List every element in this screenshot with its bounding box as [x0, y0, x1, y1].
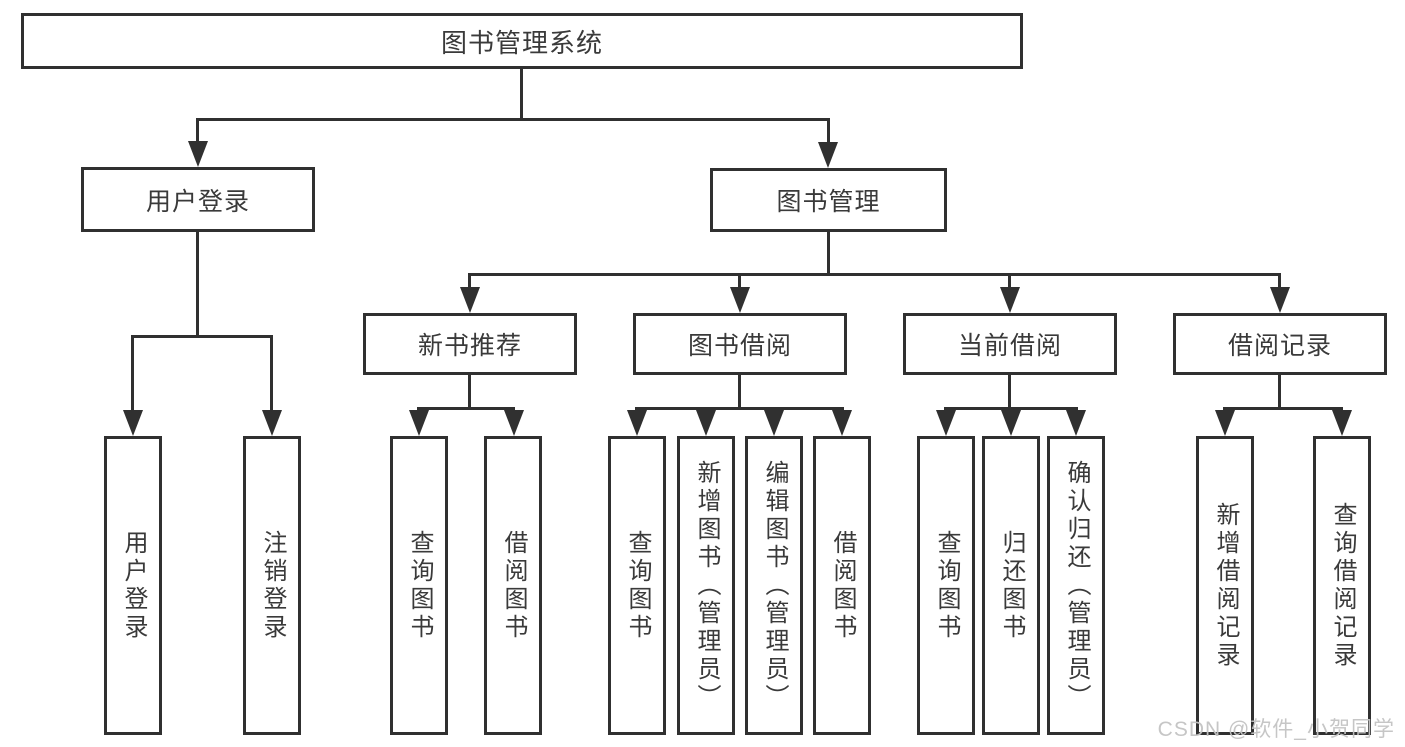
arrow-down-icon: [936, 410, 956, 436]
arrow-down-icon: [409, 410, 429, 436]
leaf-query-borrow-record: 查询借阅记录: [1313, 436, 1371, 735]
leaf-label: 归还图书: [998, 529, 1025, 642]
leaf-label: 编辑图书（管理员）: [761, 459, 788, 712]
arrow-down-icon: [696, 410, 716, 436]
connector-module-stem: [1008, 375, 1011, 407]
arrow-down-icon: [627, 410, 647, 436]
leaf-label: 新增借阅记录: [1212, 501, 1239, 670]
arrow-down-icon: [1000, 287, 1020, 313]
leaf-edit-books-admin: 编辑图书（管理员）: [745, 436, 803, 735]
node-book-borrowing: 图书借阅: [633, 313, 847, 375]
leaf-add-books-admin: 新增图书（管理员）: [677, 436, 735, 735]
connector-module-stem: [1278, 375, 1281, 407]
leaf-label: 确认归还（管理员）: [1063, 459, 1090, 712]
csdn-watermark: CSDN @软件_小贺同学: [1157, 718, 1395, 741]
node-label: 新书推荐: [417, 332, 522, 360]
arrow-down-icon: [123, 410, 143, 436]
node-label: 图书借阅: [687, 332, 792, 360]
connector-userlogin-rail: [131, 335, 273, 338]
leaf-confirm-return-admin: 确认归还（管理员）: [1047, 436, 1105, 735]
arrow-down-icon: [1215, 410, 1235, 436]
connector-module-rail: [417, 407, 515, 410]
node-book-management: 图书管理: [710, 168, 947, 232]
node-borrowing-records: 借阅记录: [1173, 313, 1387, 375]
leaf-label: 查询图书: [406, 529, 433, 642]
connector-to-module: [738, 273, 741, 289]
leaf-user-login: 用户登录: [104, 436, 162, 735]
connector-module-rail: [1223, 407, 1343, 410]
leaf-recommend-query-books: 查询图书: [390, 436, 448, 735]
arrow-down-icon: [764, 410, 784, 436]
connector-bookmgmt-stem: [827, 232, 830, 273]
connector-module-stem: [468, 375, 471, 407]
connector-to-leaf: [131, 335, 134, 412]
leaf-recommend-borrow-books: 借阅图书: [484, 436, 542, 735]
arrow-down-icon: [730, 287, 750, 313]
leaf-add-borrow-record: 新增借阅记录: [1196, 436, 1254, 735]
arrow-down-icon: [504, 410, 524, 436]
leaf-borrowing-query-books: 查询图书: [608, 436, 666, 735]
connector-root-rail: [196, 118, 830, 121]
connector-module-stem: [738, 375, 741, 407]
node-label: 图书管理系统: [440, 27, 603, 58]
leaf-logout: 注销登录: [243, 436, 301, 735]
node-new-book-recommendation: 新书推荐: [363, 313, 577, 375]
node-label: 用户登录: [145, 187, 250, 216]
connector-to-module: [1278, 273, 1281, 289]
connector-to-module: [468, 273, 471, 289]
connector-bookmgmt-rail: [468, 273, 1281, 276]
leaf-borrowing-borrow-books: 借阅图书: [813, 436, 871, 735]
leaf-return-books: 归还图书: [982, 436, 1040, 735]
arrow-down-icon: [262, 410, 282, 436]
connector-root-stem: [520, 69, 523, 121]
arrow-down-icon: [832, 410, 852, 436]
leaf-label: 借阅图书: [829, 529, 856, 642]
arrow-down-icon: [1270, 287, 1290, 313]
node-label: 当前借阅: [957, 332, 1062, 360]
connector-to-user-login: [196, 118, 199, 143]
node-user-login: 用户登录: [81, 167, 315, 232]
node-current-borrowing: 当前借阅: [903, 313, 1117, 375]
arrow-down-icon: [1001, 410, 1021, 436]
leaf-label: 查询图书: [624, 529, 651, 642]
node-label: 借阅记录: [1227, 332, 1332, 360]
connector-to-leaf: [270, 335, 273, 412]
arrow-down-icon: [1066, 410, 1086, 436]
arrow-down-icon: [460, 287, 480, 313]
leaf-label: 注销登录: [259, 529, 286, 642]
connector-userlogin-stem: [196, 232, 199, 335]
leaf-label: 查询图书: [933, 529, 960, 642]
connector-to-module: [1008, 273, 1011, 289]
leaf-label: 查询借阅记录: [1329, 501, 1356, 670]
arrow-down-icon: [1332, 410, 1352, 436]
leaf-label: 新增图书（管理员）: [693, 459, 720, 712]
arrow-down-icon: [818, 142, 838, 168]
node-library-management-system: 图书管理系统: [21, 13, 1023, 69]
connector-to-book-management: [827, 118, 830, 144]
leaf-label: 用户登录: [120, 529, 147, 642]
leaf-current-query-books: 查询图书: [917, 436, 975, 735]
leaf-label: 借阅图书: [500, 529, 527, 642]
arrow-down-icon: [188, 141, 208, 167]
node-label: 图书管理: [776, 188, 881, 216]
connector-module-rail: [635, 407, 844, 410]
